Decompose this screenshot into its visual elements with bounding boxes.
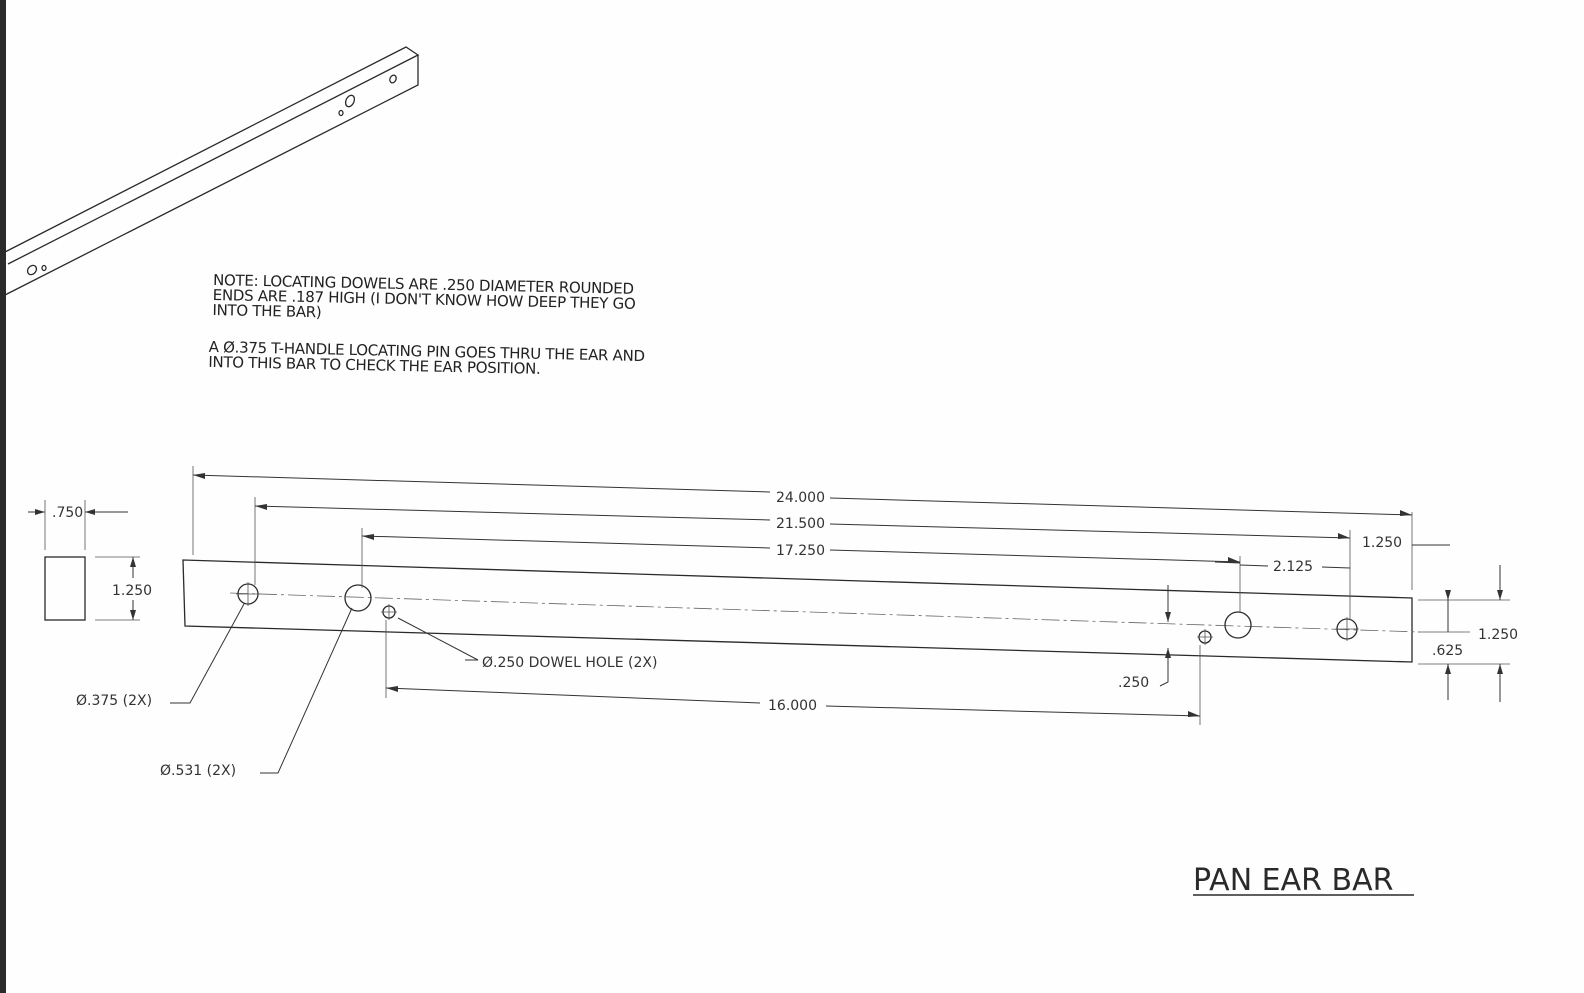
section-view: .750 1.250 [28,500,152,621]
bar-height-dim: 1.250 [1478,627,1518,643]
hole-span-outer-dim: 21.500 [776,516,825,532]
note-line: INTO THE BAR) [212,301,321,321]
centerline-height-dim: .625 [1432,643,1463,659]
drawing-title: PAN EAR BAR [1193,863,1393,898]
hole [236,582,1359,645]
large-hole-callout: Ø.531 (2X) [160,763,236,779]
section-width-dim: .750 [52,505,83,521]
small-hole-callout: Ø.375 (2X) [76,693,152,709]
overall-length-dim: 24.000 [776,490,825,506]
hole-span-large-dim: 17.250 [776,543,825,559]
notes: NOTE: LOCATING DOWELS ARE .250 DIAMETER … [208,271,645,378]
window-edge [0,0,6,993]
section-height-dim: 1.250 [112,583,152,599]
dowel-span-dim: 16.000 [768,698,817,714]
dowel-hole-callout: Ø.250 DOWEL HOLE (2X) [482,655,657,671]
end-offset-dim: 1.250 [1362,535,1402,551]
large-hole-offset-dim: 2.125 [1273,559,1313,575]
isometric-view [4,46,420,296]
dowel-offset-dim: .250 [1118,675,1149,691]
front-view: 24.000 21.500 17.250 2.125 1.250 16.000 … [76,466,1518,779]
